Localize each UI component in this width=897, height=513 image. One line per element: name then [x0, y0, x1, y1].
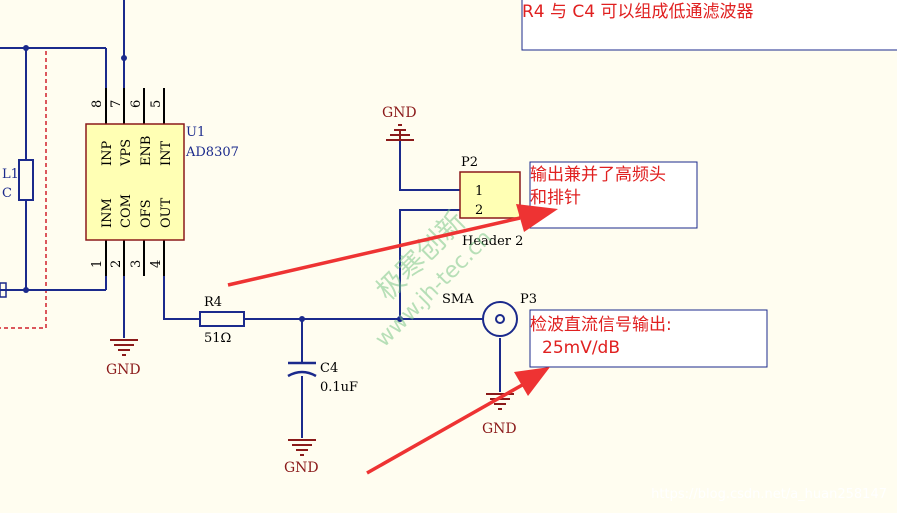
c4-value: 0.1uF [320, 380, 358, 395]
pin-name-vps: VPS [119, 139, 134, 167]
l1-ref: L1 [2, 167, 19, 182]
c4-body [287, 370, 317, 378]
header-name: Header 2 [462, 234, 523, 249]
gnd-symbol-ic [110, 339, 138, 356]
sma-type: SMA [442, 292, 474, 307]
header-body [459, 171, 521, 219]
gnd-symbol-cap [288, 439, 316, 456]
gnd-symbol-header [386, 124, 414, 141]
note-header-1: 输出兼并了高频头 [530, 165, 666, 185]
pin-name-com: COM [119, 194, 134, 228]
pin-num-8: 8 [90, 100, 105, 108]
note-top: R4 与 C4 可以组成低通滤波器 [522, 2, 754, 22]
sma-ref: P3 [520, 292, 537, 307]
r4-ref: R4 [204, 295, 222, 310]
ic-body [85, 123, 185, 241]
ic-ref: U1 [186, 125, 205, 140]
sma-connector [482, 301, 518, 337]
header-pin1: 1 [475, 184, 483, 199]
note-header-2: 和排针 [530, 188, 581, 208]
note-dc-1: 检波直流信号输出: [530, 315, 672, 335]
pin-num-7: 7 [109, 100, 124, 108]
left-wires [0, 47, 107, 291]
ic-part: AD8307 [185, 145, 239, 160]
header-ref: P2 [461, 155, 478, 170]
gnd-label-sma: GND [482, 421, 517, 437]
pin-name-inp: INP [100, 140, 115, 166]
arrow-to-header-note [227, 204, 558, 287]
note-dc-2: 25mV/dB [542, 338, 620, 358]
c4-ref: C4 [320, 361, 338, 376]
pin-num-5: 5 [149, 100, 164, 108]
header-pin2: 2 [475, 203, 483, 218]
output-wires [123, 140, 501, 438]
ic-top-pins [105, 88, 165, 276]
r4-body [199, 311, 245, 327]
pin-num-6: 6 [129, 100, 144, 108]
arrow-to-dc-note [366, 367, 550, 475]
l1-value: C [2, 186, 12, 201]
pin-num-1: 1 [90, 260, 105, 268]
pin-num-2: 2 [109, 260, 124, 268]
r4-value: 51Ω [204, 331, 231, 346]
note-box-dc [529, 309, 768, 368]
gnd-label-ic: GND [106, 362, 141, 378]
l1-body [18, 159, 34, 201]
pin-num-3: 3 [129, 260, 144, 268]
pin-name-int: INT [159, 140, 174, 166]
note-box-header [529, 161, 698, 229]
gnd-label-header: GND [382, 105, 417, 121]
pin-num-4: 4 [149, 260, 164, 268]
note-box-top [521, 0, 897, 51]
gnd-label-cap: GND [284, 460, 319, 476]
pin-name-out: OUT [159, 197, 174, 228]
pin-name-inm: INM [100, 198, 115, 228]
pin-name-enb: ENB [139, 136, 154, 166]
pin-name-ofs: OFS [139, 199, 154, 228]
csdn-credit: https://blog.csdn.net/a_huan258147 [651, 487, 887, 502]
